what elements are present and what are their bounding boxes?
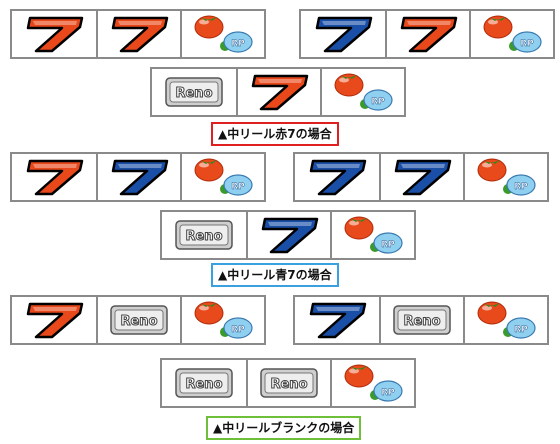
reel-cell xyxy=(301,11,385,57)
reel-cell xyxy=(96,11,180,57)
reel-cell: Reno xyxy=(162,212,246,258)
reel-cell xyxy=(12,297,96,343)
red-seven-icon xyxy=(26,16,84,53)
red-seven-icon xyxy=(400,16,458,53)
tomato-rp-icon: RP xyxy=(194,158,253,196)
reno-label: Reno xyxy=(403,314,440,329)
tomato-rp-icon: RP xyxy=(477,158,536,196)
tomato-rp-icon: RP xyxy=(334,73,393,111)
reel-cell: RP xyxy=(320,69,404,115)
rp-badge-label: RP xyxy=(231,325,245,335)
reel-cell: RP xyxy=(180,154,264,200)
reel-cell xyxy=(295,297,379,343)
blue-seven-icon xyxy=(309,302,367,339)
reel-cell xyxy=(96,154,180,200)
tomato-rp-icon: RP xyxy=(483,15,542,53)
combo-4: RP xyxy=(10,152,266,202)
blue-seven-icon xyxy=(315,16,373,53)
rp-badge-label: RP xyxy=(520,39,534,49)
caption-blue-seven: ▲中リール青7の場合 xyxy=(211,263,339,287)
reno-blank-icon: Reno xyxy=(260,368,318,398)
red-seven-icon xyxy=(26,159,84,196)
reel-cell xyxy=(379,154,463,200)
rp-badge-label: RP xyxy=(231,39,245,49)
reel-cell: RP xyxy=(463,154,547,200)
red-seven-icon xyxy=(26,302,84,339)
red-seven-icon xyxy=(111,16,169,53)
reel-cell xyxy=(236,69,320,115)
blue-seven-icon xyxy=(261,217,319,254)
reel-cell: Reno xyxy=(96,297,180,343)
reel-cell: RP xyxy=(463,297,547,343)
combo-1: RP xyxy=(10,9,266,59)
tomato-rp-icon: RP xyxy=(344,216,403,254)
reno-blank-icon: Reno xyxy=(175,368,233,398)
blue-seven-icon xyxy=(309,159,367,196)
rp-badge-label: RP xyxy=(231,182,245,192)
caption-red-seven: ▲中リール赤7の場合 xyxy=(211,122,339,146)
tomato-rp-icon: RP xyxy=(194,301,253,339)
reel-cell: RP xyxy=(469,11,553,57)
rp-badge-label: RP xyxy=(514,182,528,192)
reel-cell: Reno xyxy=(162,360,246,406)
caption-blank: ▲中リールブランクの場合 xyxy=(206,416,362,440)
reno-blank-icon: Reno xyxy=(393,305,451,335)
reel-cell xyxy=(295,154,379,200)
reno-blank-icon: Reno xyxy=(175,220,233,250)
reel-cell: RP xyxy=(180,11,264,57)
reel-cell xyxy=(385,11,469,57)
rp-badge-label: RP xyxy=(514,325,528,335)
reel-cell: Reno xyxy=(379,297,463,343)
rp-badge-label: RP xyxy=(371,97,385,107)
rp-badge-label: RP xyxy=(381,388,395,398)
reno-label: Reno xyxy=(175,86,212,101)
tomato-rp-icon: RP xyxy=(344,364,403,402)
blue-seven-icon xyxy=(394,159,452,196)
reno-label: Reno xyxy=(185,377,222,392)
tomato-rp-icon: RP xyxy=(477,301,536,339)
reel-cell: Reno xyxy=(152,69,236,115)
reel-cell: RP xyxy=(330,360,414,406)
tomato-rp-icon: RP xyxy=(194,15,253,53)
blue-seven-icon xyxy=(111,159,169,196)
reel-cell xyxy=(12,11,96,57)
reel-cell: RP xyxy=(330,212,414,258)
combo-5: RP xyxy=(293,152,549,202)
reno-label: Reno xyxy=(185,229,222,244)
reno-label: Reno xyxy=(120,314,157,329)
red-seven-icon xyxy=(251,74,309,111)
reel-cell xyxy=(246,212,330,258)
combo-2: RP xyxy=(299,9,555,59)
reno-blank-icon: Reno xyxy=(165,77,223,107)
rp-badge-label: RP xyxy=(381,240,395,250)
reel-cell: Reno xyxy=(246,360,330,406)
reel-cell xyxy=(12,154,96,200)
reel-cell: RP xyxy=(180,297,264,343)
reno-blank-icon: Reno xyxy=(110,305,168,335)
reno-label: Reno xyxy=(270,377,307,392)
